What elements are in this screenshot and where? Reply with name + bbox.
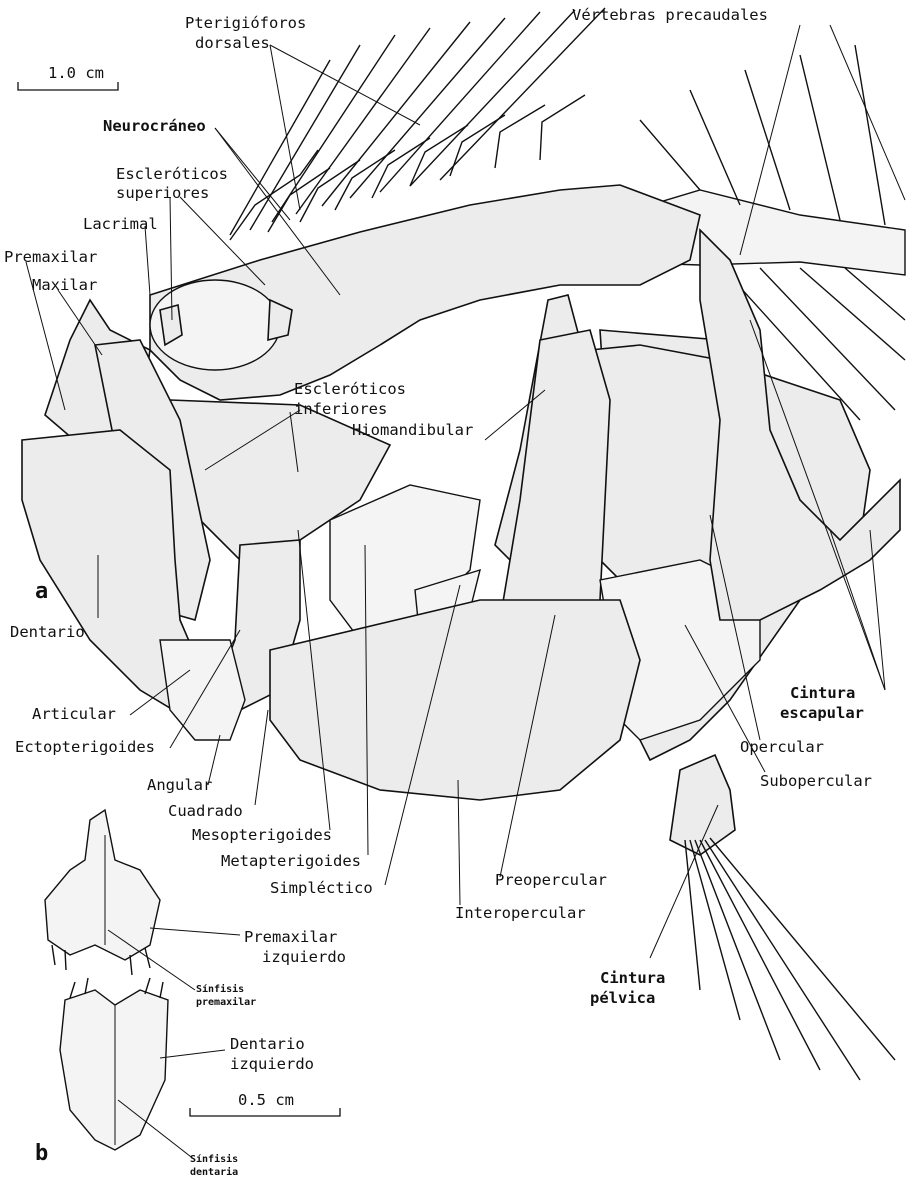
- label-sinfisis-dentaria-2: dentaria: [190, 1166, 238, 1178]
- label-cintura-escapular-1: Cintura: [790, 684, 855, 702]
- scale-bar-main: 1.0 cm: [18, 64, 118, 90]
- label-ectopterigoides: Ectopterigoides: [15, 738, 155, 756]
- label-angular: Angular: [147, 776, 212, 794]
- label-simplectico: Simpléctico: [270, 879, 373, 897]
- label-premaxilar: Premaxilar: [4, 248, 97, 266]
- label-subopercular: Subopercular: [760, 772, 872, 790]
- label-dentario: Dentario: [10, 623, 85, 641]
- label-hiomandibular: Hiomandibular: [352, 421, 473, 439]
- label-preopercular: Preopercular: [495, 871, 607, 889]
- label-premaxilar-izq-1: Premaxilar: [244, 928, 337, 946]
- label-articular: Articular: [32, 705, 116, 723]
- label-sinfisis-premaxilar-2: premaxilar: [196, 996, 256, 1008]
- scale-bar-inset-label: 0.5 cm: [238, 1091, 294, 1109]
- label-pterigioforos-2: dorsales: [195, 34, 270, 52]
- label-opercular: Opercular: [740, 738, 824, 756]
- label-pterigioforos-1: Pterigióforos: [185, 14, 306, 32]
- scale-bar-main-label: 1.0 cm: [48, 64, 104, 82]
- label-escleroticos-inf-1: Escleróticos: [294, 380, 406, 398]
- label-cintura-escapular-2: escapular: [780, 704, 864, 722]
- label-escleroticos-sup-1: Escleróticos: [116, 165, 228, 183]
- label-cintura-pelvica-1: Cintura: [600, 969, 665, 987]
- scale-bar-inset: 0.5 cm: [190, 1091, 340, 1116]
- label-dentario-izq-2: izquierdo: [230, 1055, 314, 1073]
- panel-b-label: b: [35, 1141, 48, 1166]
- label-cintura-pelvica-2: pélvica: [590, 989, 655, 1007]
- label-lacrimal: Lacrimal: [83, 215, 158, 233]
- panel-a-label: a: [35, 579, 48, 604]
- label-dentario-izq-1: Dentario: [230, 1035, 305, 1053]
- label-metapterigoides: Metapterigoides: [221, 852, 361, 870]
- label-premaxilar-izq-2: izquierdo: [262, 948, 346, 966]
- label-vertebras: Vértebras precaudales: [572, 6, 768, 24]
- label-sinfisis-premaxilar-1: Sínfisis: [196, 983, 244, 995]
- label-mesopterigoides: Mesopterigoides: [192, 826, 332, 844]
- label-escleroticos-inf-2: inferiores: [294, 400, 387, 418]
- label-cuadrado: Cuadrado: [168, 802, 243, 820]
- label-sinfisis-dentaria-1: Sínfisis: [190, 1153, 238, 1165]
- inset-dentaries: [60, 978, 168, 1150]
- label-maxilar: Maxilar: [32, 276, 97, 294]
- inset-premaxillae: [45, 810, 160, 975]
- label-neurocraneo: Neurocráneo: [103, 117, 206, 135]
- label-interopercular: Interopercular: [455, 904, 586, 922]
- label-escleroticos-sup-2: superiores: [116, 184, 209, 202]
